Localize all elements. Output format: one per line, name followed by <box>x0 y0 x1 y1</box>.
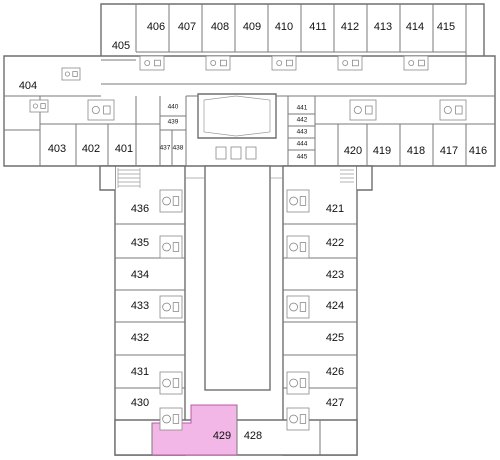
room-label-414[interactable]: 414 <box>406 21 424 33</box>
room-label-416[interactable]: 416 <box>469 145 487 157</box>
room-label-426[interactable]: 426 <box>326 366 344 378</box>
room-label-427[interactable]: 427 <box>326 397 344 409</box>
room-label-440[interactable]: 440 <box>168 104 179 111</box>
room-label-429[interactable]: 429 <box>213 430 231 442</box>
stairs-icon <box>117 168 354 188</box>
bathroom-icon <box>159 189 183 213</box>
bathroom-icon <box>139 55 165 71</box>
room-label-415[interactable]: 415 <box>437 21 455 33</box>
room-label-437[interactable]: 437 <box>160 145 171 152</box>
bathroom-icon <box>286 235 310 259</box>
room-label-432[interactable]: 432 <box>131 332 149 344</box>
room-label-439[interactable]: 439 <box>168 119 179 126</box>
room-label-418[interactable]: 418 <box>407 145 425 157</box>
room-label-430[interactable]: 430 <box>131 397 149 409</box>
room-label-431[interactable]: 431 <box>131 366 149 378</box>
room-label-411[interactable]: 411 <box>309 21 327 33</box>
central-atrium <box>197 93 277 391</box>
bathroom-icon <box>337 55 363 71</box>
room-labels: 401 402 403 404 405 406 407 408 409 410 411 412 413 4… <box>19 21 487 442</box>
room-label-428[interactable]: 428 <box>244 430 262 442</box>
room-label-441[interactable]: 441 <box>297 105 308 112</box>
room-label-421[interactable]: 421 <box>326 203 344 215</box>
room-label-433[interactable]: 433 <box>131 300 149 312</box>
bathroom-icon <box>271 55 297 71</box>
room-label-408[interactable]: 408 <box>211 21 229 33</box>
room-label-424[interactable]: 424 <box>326 300 344 312</box>
room-label-417[interactable]: 417 <box>440 145 458 157</box>
bathroom-icon <box>87 99 115 121</box>
bathroom-icon <box>61 67 81 81</box>
room-label-444[interactable]: 444 <box>297 141 308 148</box>
room-label-403[interactable]: 403 <box>48 143 66 155</box>
room-label-413[interactable]: 413 <box>374 21 392 33</box>
bathroom-icon <box>159 235 183 259</box>
room-label-436[interactable]: 436 <box>131 203 149 215</box>
room-label-402[interactable]: 402 <box>82 143 100 155</box>
room-label-425[interactable]: 425 <box>326 332 344 344</box>
bathroom-icon <box>349 99 377 121</box>
room-label-409[interactable]: 409 <box>243 21 261 33</box>
room-label-420[interactable]: 420 <box>344 145 362 157</box>
bathroom-icon <box>159 371 183 395</box>
bathroom-icon <box>286 371 310 395</box>
room-label-443[interactable]: 443 <box>297 129 308 136</box>
bathroom-icon <box>286 189 310 213</box>
room-label-438[interactable]: 438 <box>173 145 184 152</box>
room-label-442[interactable]: 442 <box>297 117 308 124</box>
room-label-412[interactable]: 412 <box>341 21 359 33</box>
room-label-404[interactable]: 404 <box>19 80 37 92</box>
room-label-422[interactable]: 422 <box>326 237 344 249</box>
room-label-401[interactable]: 401 <box>115 143 133 155</box>
bathroom-icon <box>29 99 49 113</box>
partitions-top-wing <box>101 4 467 85</box>
room-label-435[interactable]: 435 <box>131 237 149 249</box>
bathroom-icon <box>439 99 467 121</box>
room-label-423[interactable]: 423 <box>326 269 344 281</box>
bathroom-icon <box>205 55 231 71</box>
bathroom-icon <box>159 295 183 319</box>
room-label-419[interactable]: 419 <box>373 145 391 157</box>
room-label-445[interactable]: 445 <box>297 154 308 161</box>
bathroom-icon <box>286 295 310 319</box>
room-label-434[interactable]: 434 <box>131 269 149 281</box>
room-label-410[interactable]: 410 <box>275 21 293 33</box>
bathroom-fixtures <box>29 55 467 431</box>
partitions-main-block <box>4 95 495 166</box>
room-label-406[interactable]: 406 <box>147 21 165 33</box>
room-label-407[interactable]: 407 <box>178 21 196 33</box>
bathroom-icon <box>286 407 310 431</box>
bathroom-icon <box>159 407 183 431</box>
bathroom-icon <box>403 55 429 71</box>
room-label-405[interactable]: 405 <box>112 40 130 52</box>
